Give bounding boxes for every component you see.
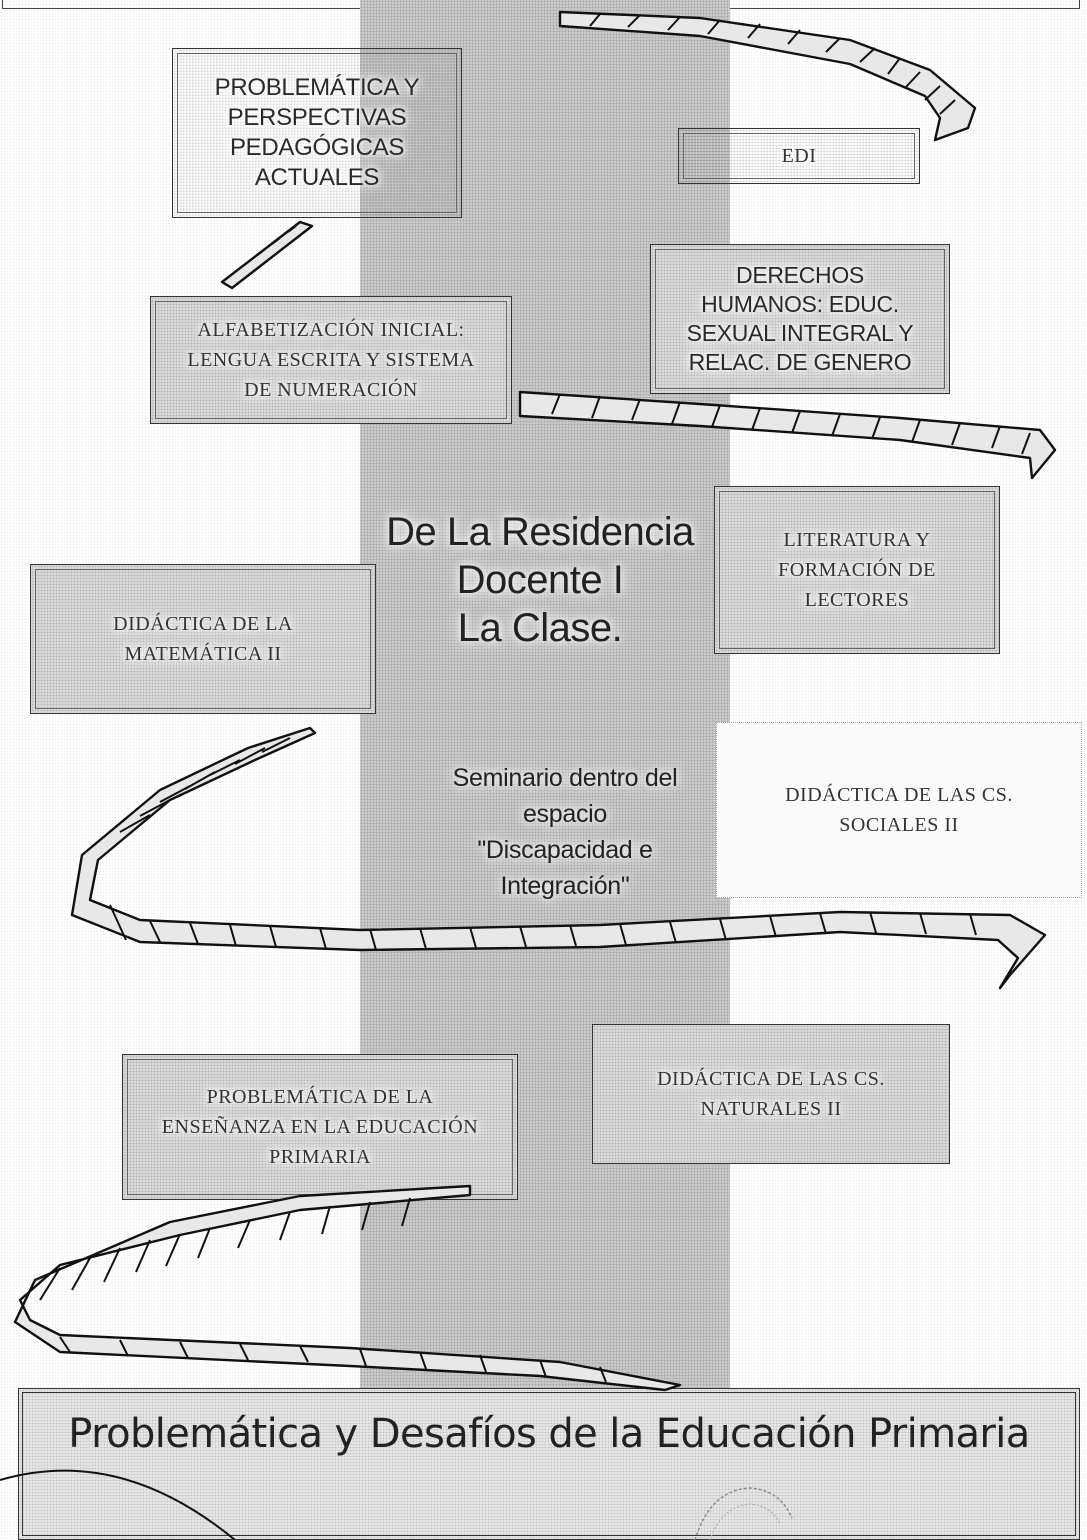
text-line: DIDÁCTICA DE LA bbox=[113, 613, 293, 635]
text-line: ALFABETIZACIÓN INICIAL: bbox=[197, 319, 465, 341]
box-alfabetizacion-label: ALFABETIZACIÓN INICIAL: LENGUA ESCRITA Y… bbox=[187, 315, 474, 405]
text-line: NATURALES II bbox=[700, 1098, 842, 1120]
text-line: Integración" bbox=[500, 872, 630, 900]
footer-title: Problemática y Desafíos de la Educación … bbox=[68, 1411, 1030, 1457]
decorative-arc bbox=[0, 1469, 236, 1540]
ribbon-segment-diagonal bbox=[220, 220, 314, 290]
text-line: PROBLEMÁTICA DE LA bbox=[206, 1086, 434, 1108]
box-derechos-humanos-label: DERECHOS HUMANOS: EDUC. SEXUAL INTEGRAL … bbox=[687, 261, 914, 377]
box-didactica-matematica-label: DIDÁCTICA DE LA MATEMÁTICA II bbox=[113, 609, 293, 669]
box-problematica-perspectivas-label: PROBLEMÁTICA Y PERSPECTIVAS PEDAGÓGICAS … bbox=[215, 73, 420, 193]
text-line: SEXUAL INTEGRAL Y bbox=[686, 320, 914, 346]
text-line: DIDÁCTICA DE LAS CS. bbox=[657, 1068, 885, 1090]
text-line: espacio bbox=[522, 800, 608, 828]
text-line: DE NUMERACIÓN bbox=[244, 379, 418, 401]
text-line: SOCIALES II bbox=[839, 814, 959, 836]
box-literatura: LITERATURA Y FORMACIÓN DE LECTORES bbox=[714, 486, 1000, 654]
text-line: PERSPECTIVAS bbox=[227, 104, 407, 131]
text-line: ENSEÑANZA EN LA EDUCACIÓN bbox=[161, 1116, 479, 1138]
text-line: FORMACIÓN DE bbox=[778, 559, 936, 581]
footer-banner: Problemática y Desafíos de la Educación … bbox=[18, 1388, 1080, 1540]
central-column bbox=[360, 0, 730, 1390]
text-line: LECTORES bbox=[804, 589, 910, 611]
text-line: Seminario dentro del bbox=[452, 764, 678, 792]
text-line: LENGUA ESCRITA Y SISTEMA bbox=[187, 349, 475, 371]
text-line: De La Residencia bbox=[386, 510, 694, 554]
box-problematica-ensenanza: PROBLEMÁTICA DE LA ENSEÑANZA EN LA EDUCA… bbox=[122, 1054, 518, 1200]
text-line: "Discapacidad e bbox=[477, 836, 653, 864]
text-line: DIDÁCTICA DE LAS CS. bbox=[785, 784, 1013, 806]
box-didactica-sociales: DIDÁCTICA DE LAS CS. SOCIALES II bbox=[716, 722, 1082, 898]
seminar-note: Seminario dentro del espacio "Discapacid… bbox=[415, 760, 715, 904]
text-line: PROBLEMÁTICA Y bbox=[214, 74, 420, 101]
box-didactica-sociales-label: DIDÁCTICA DE LAS CS. SOCIALES II bbox=[785, 780, 1013, 840]
box-derechos-humanos: DERECHOS HUMANOS: EDUC. SEXUAL INTEGRAL … bbox=[650, 244, 950, 394]
text-line: HUMANOS: EDUC. bbox=[701, 291, 899, 317]
text-line: PRIMARIA bbox=[269, 1146, 371, 1168]
box-alfabetizacion: ALFABETIZACIÓN INICIAL: LENGUA ESCRITA Y… bbox=[150, 296, 512, 424]
text-line: PEDAGÓGICAS bbox=[229, 134, 405, 161]
text-line: EDI bbox=[781, 145, 817, 167]
box-edi-label: EDI bbox=[782, 141, 817, 171]
box-didactica-naturales-label: DIDÁCTICA DE LAS CS. NATURALES II bbox=[657, 1064, 885, 1124]
text-line: DERECHOS bbox=[736, 262, 864, 288]
text-line: Docente I bbox=[456, 558, 624, 602]
text-line: RELAC. DE GENERO bbox=[688, 349, 912, 375]
box-problematica-ensenanza-label: PROBLEMÁTICA DE LA ENSEÑANZA EN LA EDUCA… bbox=[162, 1082, 478, 1172]
text-line: LITERATURA Y bbox=[783, 529, 931, 551]
text-line: ACTUALES bbox=[254, 164, 380, 191]
seal-stamp-icon bbox=[694, 1487, 793, 1540]
text-line: La Clase. bbox=[457, 606, 623, 650]
text-line: MATEMÁTICA II bbox=[124, 643, 282, 665]
box-didactica-naturales: DIDÁCTICA DE LAS CS. NATURALES II bbox=[592, 1024, 950, 1164]
box-literatura-label: LITERATURA Y FORMACIÓN DE LECTORES bbox=[778, 525, 936, 615]
central-title: De La Residencia Docente I La Clase. bbox=[370, 508, 710, 652]
box-edi: EDI bbox=[678, 128, 920, 184]
box-didactica-matematica: DIDÁCTICA DE LA MATEMÁTICA II bbox=[30, 564, 376, 714]
box-problematica-perspectivas: PROBLEMÁTICA Y PERSPECTIVAS PEDAGÓGICAS … bbox=[172, 48, 462, 218]
